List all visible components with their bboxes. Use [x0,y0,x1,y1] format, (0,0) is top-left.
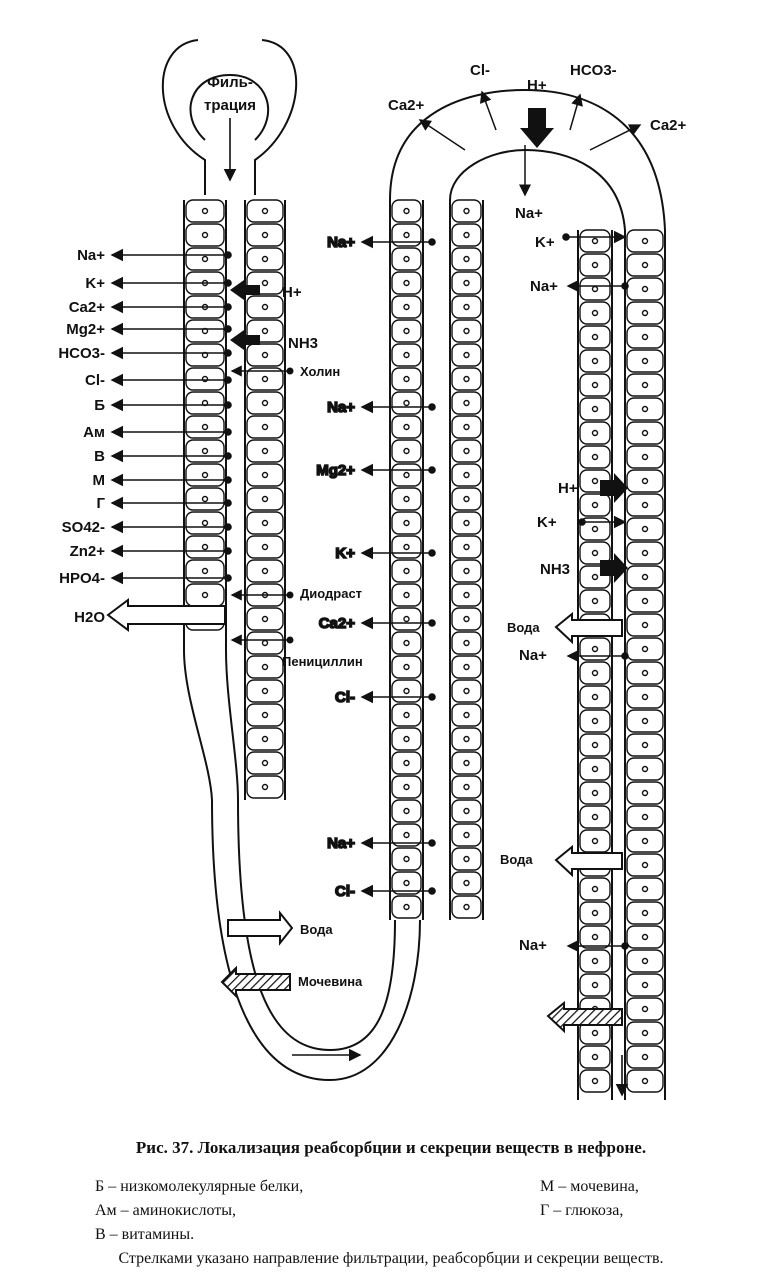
proximal-ion-label: Б [94,397,105,414]
ascending-ion-label: K+ [335,545,355,562]
label-penicillin: Пенициллин [282,654,363,669]
distal-water-arrow-2 [554,844,623,878]
legend-b: Б – низкомолекулярные белки, [95,1178,304,1195]
ascending-ion-label: Cl- [335,689,355,706]
ascending-ion-label: Cl- [335,883,355,900]
proximal-ion-label: Cl- [85,372,105,389]
ascending-reabsorption-arrows: Na+ Na+ Mg2+ K+ Ca2+ Cl- Na+ Cl- [315,233,436,901]
arch-h-secretion-arrow [520,108,554,148]
proximal-ion-label: Mg2+ [66,321,105,338]
ascending-ion-label: Mg2+ [316,462,355,479]
distal-water-2: Вода [500,852,533,867]
arch-hco3: HCO3- [570,62,617,79]
label-water-descending: Вода [300,922,333,937]
label-h-plus: H+ [282,284,302,301]
filtration-label-2: трация [204,97,256,114]
distal-na-3: Na+ [519,937,547,954]
distal-h: H+ [558,480,578,497]
arch-ca-left: Ca2+ [388,97,425,114]
label-choline: Холин [300,364,340,379]
distal-na-2: Na+ [519,647,547,664]
nh3-secretion-arrow [230,330,260,350]
figure-caption-note: Стрелками указано направление фильтрации… [118,1250,664,1267]
water-arrow-descending [227,910,294,946]
proximal-water-label: H2O [74,609,105,626]
label-urea: Мочевина [298,974,363,989]
distal-arrows [562,230,629,953]
distal-water-arrow-1 [554,611,623,645]
proximal-ion-label: HPO4- [59,570,105,587]
arch-na: Na+ [515,205,543,222]
proximal-ion-label: Zn2+ [70,543,106,560]
figure-caption-title: Рис. 37. Локализация реабсорбции и секре… [135,1138,647,1157]
ascending-ion-label: Na+ [327,399,355,416]
water-arrow-proximal [106,598,226,632]
distal-na-1: Na+ [530,278,558,295]
distal-nh3-arrow [600,553,628,583]
distal-water-1: Вода [507,620,540,635]
proximal-ion-label: Ам [83,424,105,441]
legend-m: М – мочевина, [540,1178,639,1195]
legend-am: Ам – аминокислоты, [95,1202,236,1219]
label-diodrast: Диодраст [300,586,362,601]
legend-v: В – витамины. [95,1226,195,1243]
nephron-diagram: Филь- трация Na+ K+ Ca2+ Mg2+ HCO3- Cl- Б АмВМГ… [58,39,687,1100]
ascending-ion-label: Ca2+ [319,615,356,632]
proximal-reabsorption-arrows [110,248,232,585]
label-nh3: NH3 [288,335,318,352]
filtration-label-1: Филь- [207,74,253,91]
proximal-ion-label: М [93,472,106,489]
tubule-walls [161,39,666,1100]
distal-k-2: K+ [537,514,557,531]
proximal-ion-label: Г [96,495,105,512]
proximal-ion-label: Ca2+ [69,299,106,316]
arch-ca-right: Ca2+ [650,117,687,134]
distal-urea-arrow [546,1000,623,1034]
legend-g: Г – глюкоза, [540,1202,624,1219]
distal-k-1: K+ [535,234,555,251]
proximal-ion-label: K+ [85,275,105,292]
arch-cl: Cl- [470,62,490,79]
distal-nh3: NH3 [540,561,570,578]
urea-arrow [220,965,291,999]
arch-h: H+ [527,77,547,94]
epithelial-cells [185,199,664,1093]
ascending-ion-label: Na+ [327,835,355,852]
h-secretion-arrow [230,280,260,300]
ascending-ion-label: Na+ [327,234,355,251]
proximal-ion-label: В [94,448,105,465]
proximal-ion-label: SO42- [62,519,105,536]
distal-h-arrow [600,473,628,503]
proximal-ion-label: HCO3- [58,345,105,362]
proximal-ion-label: Na+ [77,247,105,264]
